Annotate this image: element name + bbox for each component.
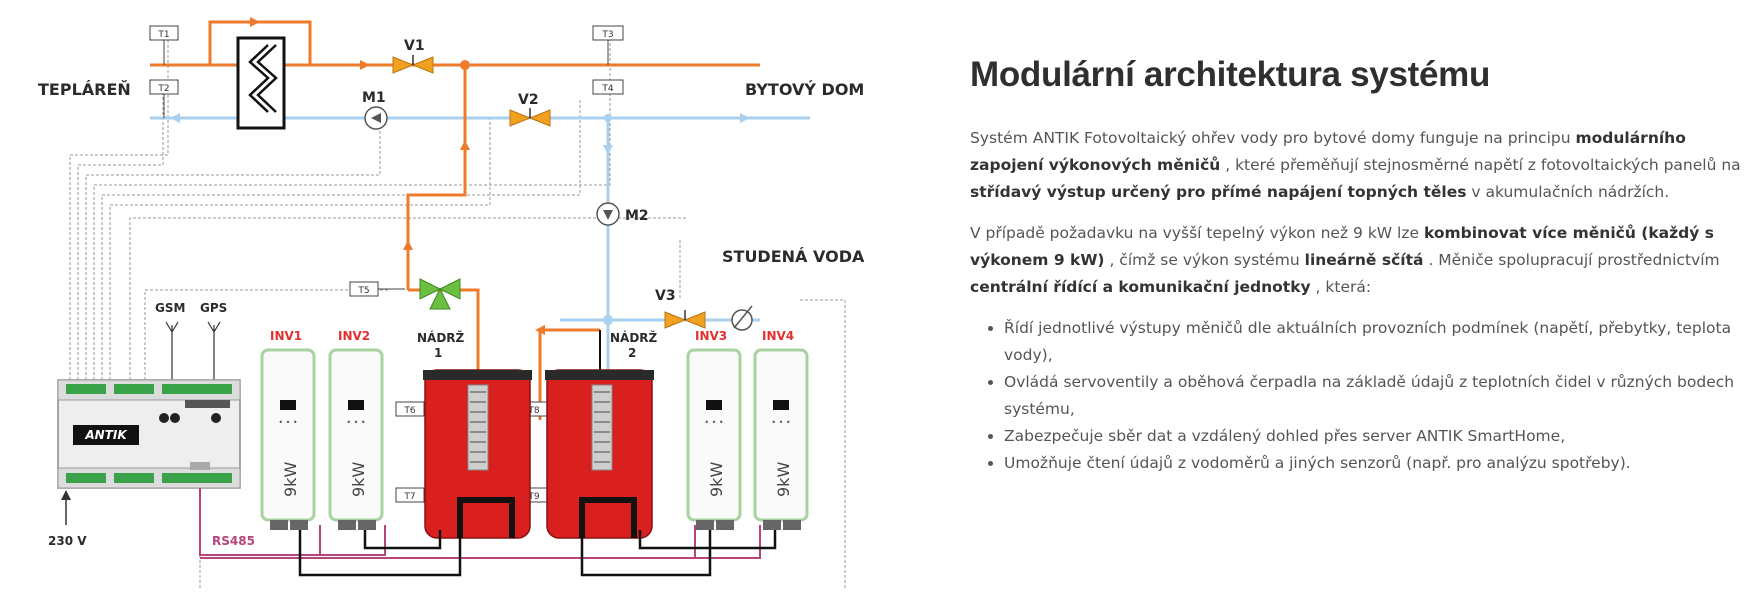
three-way-valve xyxy=(419,278,461,310)
svg-text:INV4: INV4 xyxy=(762,329,794,343)
list-item: Zabezpečuje sběr dat a vzdálený dohled p… xyxy=(1004,423,1750,450)
sensor-t4: T4 xyxy=(592,79,624,95)
svg-text:NÁDRŽ: NÁDRŽ xyxy=(417,330,465,345)
svg-text:9kW: 9kW xyxy=(707,462,726,497)
antik-logo: ANTIK xyxy=(84,428,128,442)
valve-v1: V1 xyxy=(392,38,434,74)
paragraph-intro: Systém ANTIK Fotovoltaický ohřev vody pr… xyxy=(970,129,1741,201)
inverter-inv2: INV2 • • • 9kW xyxy=(328,329,384,530)
svg-text:• • •: • • • xyxy=(704,418,723,427)
tank-1: NÁDRŽ 1 xyxy=(417,330,532,539)
gps-label: GPS xyxy=(200,301,227,315)
svg-text:T8: T8 xyxy=(527,406,539,416)
svg-text:• • •: • • • xyxy=(278,418,297,427)
sensor-t1: T1 xyxy=(149,25,179,65)
heating-system-diagram: T1 T2 T3 T4 T5 T6 T7 T8 T9 TEPLÁREŇ BYTO… xyxy=(38,17,865,590)
rs485-bus xyxy=(199,488,761,559)
power-input: 230 V xyxy=(48,490,87,548)
inverter-inv4: INV4 • • • 9kW xyxy=(753,329,809,530)
article-title: Modulární architektura systému xyxy=(970,55,1491,94)
svg-text:INV1: INV1 xyxy=(270,329,302,343)
feature-list: Řídí jednotlivé výstupy měničů dle aktuá… xyxy=(970,315,1750,477)
article: Modulární architektura systému Systém AN… xyxy=(970,55,1750,477)
rs485-label: RS485 xyxy=(212,534,255,548)
list-item: Umožňuje čtení údajů z vodoměrů a jiných… xyxy=(1004,450,1750,477)
svg-text:T6: T6 xyxy=(403,406,415,416)
svg-text:M2: M2 xyxy=(625,208,649,224)
district-heating-label: TEPLÁREŇ xyxy=(38,80,131,99)
cold-arrows xyxy=(170,113,750,155)
svg-text:NÁDRŽ: NÁDRŽ xyxy=(610,330,658,345)
list-item: Řídí jednotlivé výstupy měničů dle aktuá… xyxy=(1004,315,1750,369)
pump-m1: M1 xyxy=(362,90,388,130)
valve-v3: V3 xyxy=(655,288,706,329)
svg-text:T7: T7 xyxy=(403,492,415,502)
svg-text:9kW: 9kW xyxy=(281,462,300,497)
svg-text:T9: T9 xyxy=(527,492,539,502)
svg-text:T5: T5 xyxy=(357,286,369,296)
inverter-inv3: INV3 • • • 9kW xyxy=(686,329,742,530)
svg-text:T3: T3 xyxy=(601,30,613,40)
svg-text:T2: T2 xyxy=(157,84,169,94)
cold-water-label: STUDENÁ VODA xyxy=(722,247,865,266)
paragraph-combination: V případě požadavku na vyšší tepelný výk… xyxy=(970,224,1720,296)
svg-text:T4: T4 xyxy=(601,84,613,94)
valve-v2: V2 xyxy=(509,92,551,127)
sensor-t2: T2 xyxy=(149,79,179,118)
svg-text:9kW: 9kW xyxy=(349,462,368,497)
svg-text:V2: V2 xyxy=(518,92,539,108)
svg-text:T1: T1 xyxy=(157,30,169,40)
svg-text:• • •: • • • xyxy=(346,418,365,427)
power-cables xyxy=(298,530,777,577)
svg-text:INV3: INV3 xyxy=(695,329,727,343)
svg-text:230 V: 230 V xyxy=(48,534,87,548)
apartment-building-label: BYTOVÝ DOM xyxy=(745,80,864,99)
svg-text:9kW: 9kW xyxy=(774,462,793,497)
heat-exchanger xyxy=(236,36,286,130)
tank-2: NÁDRŽ 2 xyxy=(545,330,658,539)
svg-text:V3: V3 xyxy=(655,288,676,304)
inverter-inv1: INV1 • • • 9kW xyxy=(260,329,316,530)
svg-text:1: 1 xyxy=(434,346,442,360)
svg-text:INV2: INV2 xyxy=(338,329,370,343)
sensor-t3: T3 xyxy=(592,25,624,65)
hot-arrows xyxy=(250,17,545,335)
sensor-t5: T5 xyxy=(349,281,405,297)
svg-text:2: 2 xyxy=(628,346,636,360)
svg-text:M1: M1 xyxy=(362,90,386,106)
pump-m2: M2 xyxy=(596,202,649,226)
flow-meter-icon xyxy=(731,305,753,331)
svg-text:• • •: • • • xyxy=(771,418,790,427)
svg-text:V1: V1 xyxy=(404,38,425,54)
list-item: Ovládá servoventily a oběhová čerpadla n… xyxy=(1004,369,1750,423)
antik-controller: ANTIK xyxy=(57,379,241,489)
gsm-label: GSM xyxy=(155,301,185,315)
